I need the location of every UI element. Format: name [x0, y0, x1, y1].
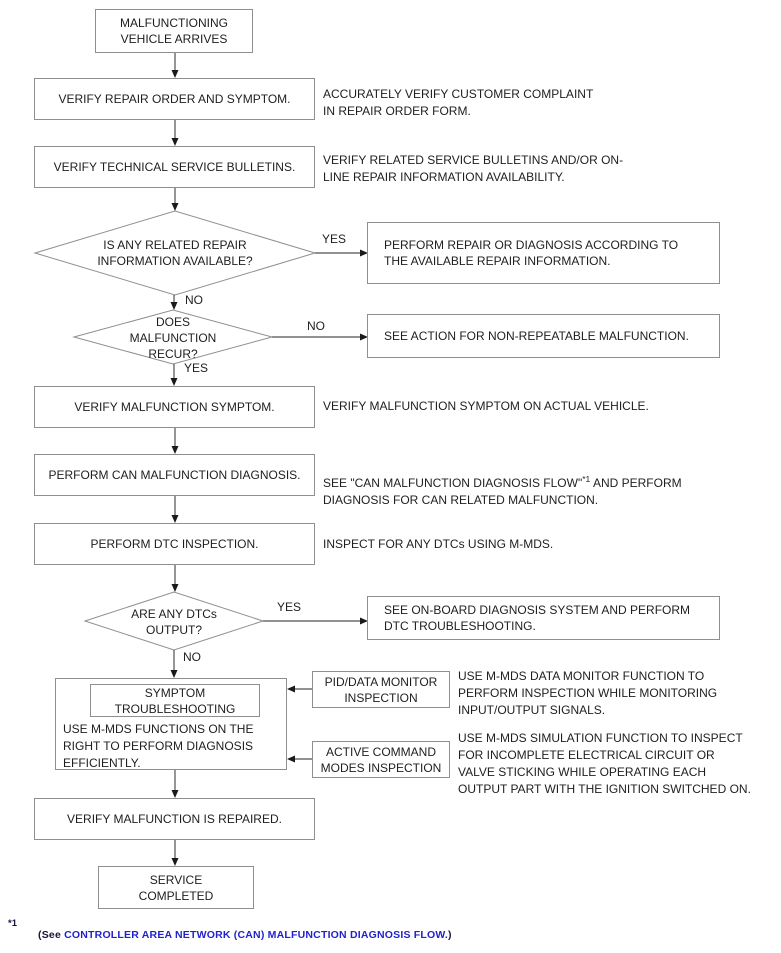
flow-node-see-action-nonrepeatable: SEE ACTION FOR NON-REPEATABLE MALFUNCTIO…: [367, 314, 720, 358]
symptom-troubleshooting-body: USE M-MDS FUNCTIONS ON THE RIGHT TO PERF…: [63, 722, 254, 770]
label-yes-recur: YES: [184, 361, 209, 375]
footnote-pre: (See: [38, 929, 65, 941]
flow-node-service-completed: SERVICE COMPLETED: [98, 866, 254, 909]
can-footnote-ref: *1: [582, 474, 591, 484]
flow-node-verify-malfunction-repaired: VERIFY MALFUNCTION IS REPAIRED.: [34, 798, 315, 840]
can-flow-link[interactable]: CONTROLLER AREA NETWORK (CAN) MALFUNCTIO…: [64, 929, 449, 941]
note-can-post: AND PERFORM DIAGNOSIS FOR CAN RELATED MA…: [323, 476, 682, 507]
flow-node-pid-data-monitor: PID/DATA MONITOR INSPECTION: [312, 671, 450, 708]
footnote-line: (See CONTROLLER AREA NETWORK (CAN) MALFU…: [38, 929, 452, 941]
label-yes-dtc: YES: [277, 600, 302, 614]
flow-node-verify-malfunction-symptom: VERIFY MALFUNCTION SYMPTOM.: [34, 386, 315, 428]
note-repair-order: ACCURATELY VERIFY CUSTOMER COMPLAINT IN …: [323, 87, 594, 118]
note-can-diagnosis: SEE "CAN MALFUNCTION DIAGNOSIS FLOW"*1 A…: [323, 458, 758, 509]
label-no-repair-info: NO: [185, 293, 203, 307]
note-bulletins: VERIFY RELATED SERVICE BULLETINS AND/OR …: [323, 153, 624, 184]
flow-node-verify-repair-order: VERIFY REPAIR ORDER AND SYMPTOM.: [34, 78, 315, 120]
label-no-recur: NO: [307, 319, 325, 333]
decision-recur-label: DOES MALFUNCTION RECUR?: [129, 315, 217, 361]
note-dtc-inspection: INSPECT FOR ANY DTCs USING M-MDS.: [323, 537, 554, 551]
label-yes-repair-info: YES: [322, 232, 347, 246]
flow-node-start: MALFUNCTIONING VEHICLE ARRIVES: [95, 9, 253, 53]
flow-node-perform-repair: PERFORM REPAIR OR DIAGNOSIS ACCORDING TO…: [367, 222, 720, 284]
flow-node-perform-can-diagnosis: PERFORM CAN MALFUNCTION DIAGNOSIS.: [34, 454, 315, 496]
note-can-pre: SEE "CAN MALFUNCTION DIAGNOSIS FLOW": [323, 476, 583, 490]
symptom-troubleshooting-title: SYMPTOM TROUBLESHOOTING: [90, 684, 260, 717]
note-actual-vehicle: VERIFY MALFUNCTION SYMPTOM ON ACTUAL VEH…: [323, 399, 649, 413]
note-data-monitor: USE M-MDS DATA MONITOR FUNCTION TO PERFO…: [458, 669, 718, 717]
decision-repair-info-label: IS ANY RELATED REPAIR INFORMATION AVAILA…: [97, 238, 253, 268]
label-no-dtc: NO: [183, 650, 201, 664]
footnote-post: ): [448, 929, 452, 941]
decision-dtc-label: ARE ANY DTCs OUTPUT?: [131, 607, 217, 637]
flow-node-see-onboard-diagnosis: SEE ON-BOARD DIAGNOSIS SYSTEM AND PERFOR…: [367, 596, 720, 640]
footnote-marker: *1: [8, 918, 17, 929]
flow-node-verify-service-bulletins: VERIFY TECHNICAL SERVICE BULLETINS.: [34, 146, 315, 188]
flow-node-active-command-modes: ACTIVE COMMAND MODES INSPECTION: [312, 741, 450, 778]
flow-node-perform-dtc-inspection: PERFORM DTC INSPECTION.: [34, 523, 315, 565]
note-simulation: USE M-MDS SIMULATION FUNCTION TO INSPECT…: [458, 731, 751, 796]
